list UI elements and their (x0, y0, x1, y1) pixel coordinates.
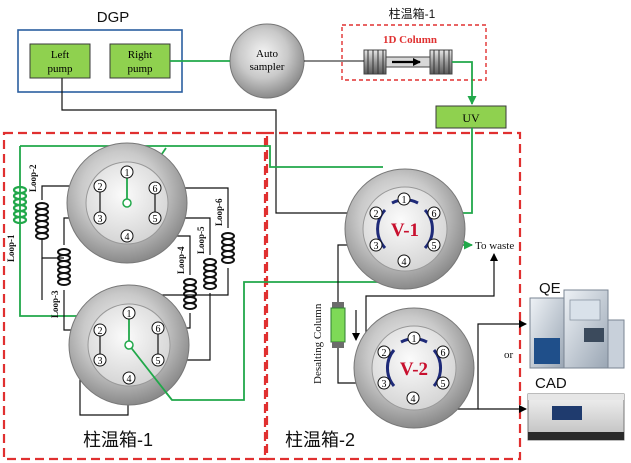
valve-v2-label: V-2 (400, 359, 428, 380)
loop-2-coil (35, 202, 49, 240)
autosampler-label-2: sampler (250, 61, 285, 73)
v2-port-1: 1 (412, 334, 417, 345)
desalting-column-label: Desalting Column (312, 303, 324, 384)
v2-port-3: 3 (382, 379, 387, 390)
first-dimension-column-label: 1D Column (383, 34, 437, 46)
v2-port-6: 6 (441, 348, 446, 359)
lower-valve-port-1: 1 (127, 309, 132, 320)
column-oven-1-title: 柱温箱-1 (389, 6, 436, 21)
upper-valve-port-1: 1 (125, 168, 130, 179)
lower-valve-port-5: 5 (156, 356, 161, 367)
uv-detector: UV (435, 105, 507, 129)
cad-label: CAD (535, 375, 567, 392)
lower-valve-port-4: 4 (127, 374, 132, 385)
loop-2-label: Loop-2 (28, 164, 38, 192)
desalting-column: Desalting Column (312, 302, 360, 384)
right-pump-label-1: Right (128, 49, 152, 61)
upper-valve-port-4: 4 (125, 232, 130, 243)
dgp-title: DGP (97, 9, 130, 26)
valve-v1: V-1 1 2 3 4 5 6 (344, 168, 466, 290)
left-pump-label-1: Left (51, 49, 69, 61)
loop-3-label: Loop-3 (50, 290, 60, 318)
left-pump: Left pump (29, 43, 91, 79)
or-label: or (504, 349, 514, 361)
column-oven-1-zone-label: 柱温箱-1 (83, 430, 153, 450)
to-waste-label: To waste (475, 240, 514, 252)
upper-valve-port-6: 6 (153, 184, 158, 195)
valve-v1-label: V-1 (391, 220, 419, 241)
lower-valve-port-6: 6 (156, 324, 161, 335)
dgp-module: DGP Left pump Right pump (17, 9, 183, 93)
v1-port-6: 6 (432, 209, 437, 220)
right-pump-label-2: pump (127, 63, 153, 75)
autosampler-label-1: Auto (256, 48, 279, 60)
autosampler: Auto sampler (229, 23, 305, 99)
v2-port-5: 5 (441, 379, 446, 390)
loop-6-label: Loop-6 (214, 198, 224, 226)
left-pump-label-2: pump (47, 63, 73, 75)
column-oven-1: 柱温箱-1 1D Column (341, 6, 487, 81)
loop-1-coil (12, 185, 28, 225)
loop-5-label: Loop-5 (196, 226, 206, 254)
first-dimension-column (363, 49, 453, 75)
lower-valve-port-2: 2 (98, 326, 103, 337)
loop-3-coil (57, 248, 71, 286)
v1-port-1: 1 (402, 195, 407, 206)
valve-v2: V-2 1 2 3 4 5 6 (353, 307, 475, 429)
v1-port-2: 2 (374, 209, 379, 220)
cad-detector: CAD (527, 375, 625, 441)
loop-1-label: Loop-1 (6, 234, 16, 262)
qe-label: QE (539, 280, 561, 297)
upper-valve-port-3: 3 (98, 214, 103, 225)
upper-loop-valve: 1 2 3 4 5 6 (66, 142, 188, 264)
v1-port-5: 5 (432, 241, 437, 252)
v2-port-4: 4 (411, 394, 416, 405)
qe-mass-spectrometer: QE (529, 280, 625, 369)
v1-port-3: 3 (374, 241, 379, 252)
v2-port-2: 2 (382, 348, 387, 359)
v1-port-4: 4 (402, 257, 407, 268)
loop-4-coil (183, 278, 197, 310)
column-oven-2-zone-label: 柱温箱-2 (285, 430, 355, 450)
top-connections (61, 60, 477, 214)
column-oven-2-zone (263, 131, 522, 461)
right-pump: Right pump (109, 43, 171, 79)
loop-4-label: Loop-4 (176, 246, 186, 274)
upper-valve-port-5: 5 (153, 214, 158, 225)
lower-valve-port-3: 3 (98, 356, 103, 367)
loop-6-coil (221, 232, 235, 264)
column-oven-1-zone (2, 131, 269, 461)
upper-valve-port-2: 2 (98, 182, 103, 193)
loop-5-coil (203, 258, 217, 290)
lower-loop-valve: 1 2 3 4 5 6 (68, 284, 190, 406)
uv-label: UV (462, 111, 480, 125)
